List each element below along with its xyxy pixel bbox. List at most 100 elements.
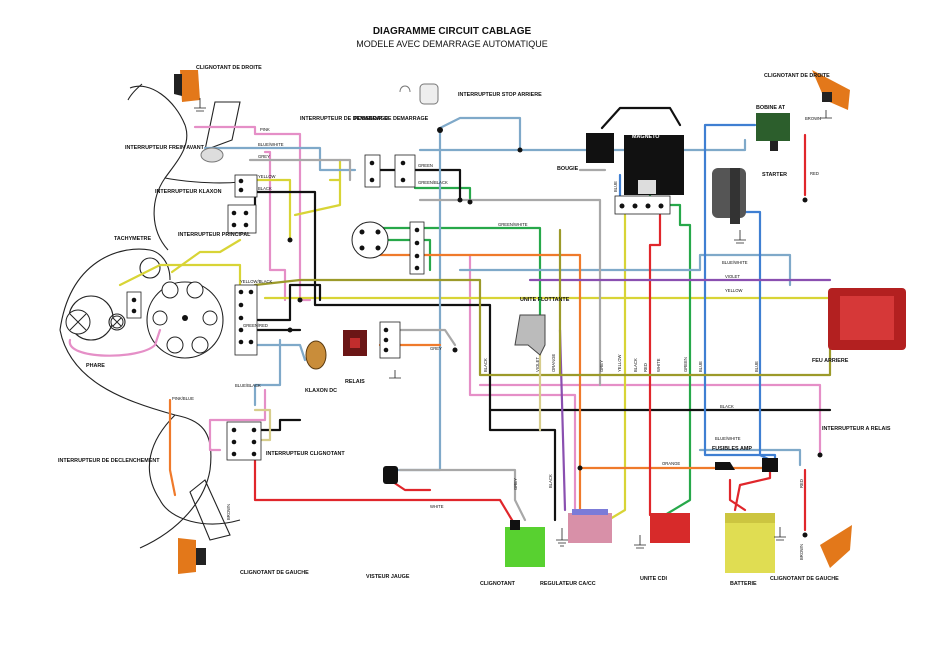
label-clign-arriere-gauche: CLIGNOTANT DE GAUCHE bbox=[770, 576, 839, 582]
wire-label-yellow-black: YELLOW/BLACK bbox=[240, 279, 273, 284]
label-clignotant-unit: CLIGNOTANT bbox=[480, 581, 516, 587]
wire-color-labels: PINK BLUE/WHITE GREY YELLOW BLACK GREEN/… bbox=[172, 116, 821, 509]
handlebar-outline bbox=[59, 83, 241, 549]
ground-symbols bbox=[389, 230, 786, 549]
vlabel-orange: ORANGE bbox=[551, 354, 556, 372]
rear-stop-switch bbox=[399, 83, 439, 105]
wire-label-violet: VIOLET bbox=[725, 274, 740, 279]
cdi-unit bbox=[650, 513, 690, 543]
blinker-rear-left bbox=[820, 525, 852, 568]
flasher-unit bbox=[505, 520, 545, 567]
label-clign-avant-droit: CLIGNOTANT DE DROITE bbox=[196, 65, 262, 71]
wire-label-black-rear: BLACK bbox=[720, 404, 734, 409]
battery bbox=[725, 513, 775, 573]
wire-cream bbox=[253, 348, 542, 442]
vlabel-brown-right: BROWN bbox=[799, 544, 804, 560]
relay-switch bbox=[762, 458, 778, 472]
wire-label-green-red: GREEN/RED bbox=[243, 323, 268, 328]
wire-label-blue-black: BLUE/BLACK bbox=[235, 383, 261, 388]
horn bbox=[305, 340, 327, 370]
vlabel-green: GREEN bbox=[683, 357, 688, 372]
label-feu-arriere: FEU ARRIERE bbox=[812, 358, 849, 364]
vlabel-yellow: YELLOW bbox=[617, 354, 622, 372]
relay bbox=[343, 330, 367, 356]
component-labels: CLIGNOTANT DE DROITE INTERRUPTEUR STOP A… bbox=[58, 65, 891, 587]
label-inter-principal: INTERRUPTEUR PRINCIPAL bbox=[178, 232, 251, 238]
voltage-regulator bbox=[568, 509, 612, 543]
vlabel-blue-2: BLUE bbox=[754, 361, 759, 372]
label-bobine-at: BOBINE AT bbox=[756, 105, 786, 111]
vlabel-grey-low: GREY bbox=[513, 478, 518, 490]
wire-green bbox=[358, 186, 692, 517]
spark-plug bbox=[586, 133, 614, 163]
connectors bbox=[126, 127, 823, 538]
wire-label-yellow-rear: YELLOW bbox=[725, 288, 743, 293]
tail-light bbox=[828, 288, 906, 350]
ignition-switch bbox=[351, 221, 389, 259]
headlight-phare bbox=[65, 309, 124, 335]
wire-label-pink-blue: PINK/BLUE bbox=[172, 396, 194, 401]
blinker-front-left bbox=[178, 538, 206, 574]
wire-label-grey-relay: GREY bbox=[430, 346, 442, 351]
float-unit bbox=[514, 314, 546, 356]
wire-label-orange: ORANGE bbox=[662, 461, 680, 466]
label-tachymetre: TACHYMETRE bbox=[114, 236, 151, 242]
wire-label-brown: BROWN bbox=[805, 116, 821, 121]
wire-label-green-black: GREEN/BLACK bbox=[418, 180, 448, 185]
label-inter-relais: INTERRUPTEUR A RELAIS bbox=[822, 426, 891, 432]
vlabel-violet: VIOLET bbox=[535, 357, 540, 372]
wire-label-blue-white-rear: BLUE/WHITE bbox=[722, 260, 748, 265]
wire-label-blue-white-fuse: BLUE/WHITE bbox=[715, 436, 741, 441]
label-voyant-jauge: VISTEUR JAUGE bbox=[366, 574, 410, 580]
speedometer-tachymetre bbox=[152, 281, 218, 354]
label-fusible: FUSIBLES AMP bbox=[712, 446, 752, 452]
wire-label-grey: GREY bbox=[258, 154, 270, 159]
blinker-front-right bbox=[174, 70, 206, 112]
wire-label-green: GREEN bbox=[418, 163, 433, 168]
front-brake-switch bbox=[200, 147, 224, 163]
label-unite-cdi: UNITE CDI bbox=[640, 576, 667, 582]
wire-black bbox=[228, 106, 832, 522]
starter-motor bbox=[712, 168, 746, 224]
label-magneto: MAGNETO bbox=[632, 134, 659, 140]
diagram-title: DIAGRAMME CIRCUIT CABLAGE bbox=[373, 26, 532, 37]
wire-label-red: RED bbox=[810, 171, 819, 176]
vlabel-red: RED bbox=[643, 363, 648, 372]
wire-red bbox=[253, 133, 807, 532]
label-klaxon: KLAXON DC bbox=[305, 388, 337, 394]
vlabel-grey: GREY bbox=[599, 360, 604, 372]
wire-label-white: WHITE bbox=[430, 504, 444, 509]
label-poussoir-demarrage: POUSSOIR DE DEMARRAGE bbox=[354, 116, 429, 122]
label-unite-flottante: UNITE FLOTTANTE bbox=[520, 297, 570, 303]
label-relais: RELAIS bbox=[345, 379, 365, 385]
vlabel-blue-magneto: BLUE bbox=[613, 181, 618, 192]
vlabel-white: WHITE bbox=[656, 358, 661, 372]
label-inter-klaxon: INTERRUPTEUR KLAXON bbox=[155, 189, 222, 195]
wire-olive bbox=[253, 228, 832, 377]
wire-label-black: BLACK bbox=[258, 186, 272, 191]
label-phare: PHARE bbox=[86, 363, 105, 369]
vlabel-black: BLACK bbox=[483, 358, 488, 372]
label-starter: STARTER bbox=[762, 172, 787, 178]
label-inter-demarrage: INTERRUPTEUR DE DEMARRAGE bbox=[300, 116, 388, 122]
label-regulateur: REGULATEUR CA/CC bbox=[540, 581, 596, 587]
diagram-subtitle: MODELE AVEC DEMARRAGE AUTOMATIQUE bbox=[356, 39, 548, 49]
vlabel-black-2: BLACK bbox=[633, 358, 638, 372]
vlabel-black-low: BLACK bbox=[548, 474, 553, 488]
wire-label-green-white: GREEN/WHITE bbox=[498, 222, 528, 227]
label-inter-clignotant: INTERRUPTEUR CLIGNOTANT bbox=[266, 451, 345, 457]
wire-label-yellow: YELLOW bbox=[258, 174, 276, 179]
label-bougie: BOUGIE bbox=[557, 166, 579, 172]
wire-label-pink: PINK bbox=[260, 127, 270, 132]
wire-label-blue-white: BLUE/WHITE bbox=[258, 142, 284, 147]
vlabel-red-right: RED bbox=[799, 479, 804, 488]
label-batterie: BATTERIE bbox=[730, 581, 757, 587]
wire-vertical-labels: BLACK VIOLET ORANGE GREY YELLOW BLACK RE… bbox=[226, 181, 804, 560]
label-clign-avant-gauche: CLIGNOTANT DE GAUCHE bbox=[240, 570, 309, 576]
wire-lightblue bbox=[203, 116, 802, 472]
vlabel-blue: BLUE bbox=[698, 361, 703, 372]
fuse bbox=[715, 462, 735, 470]
label-inter-frein-avant: INTERRUPTEUR FREIN AVANT bbox=[125, 145, 205, 151]
